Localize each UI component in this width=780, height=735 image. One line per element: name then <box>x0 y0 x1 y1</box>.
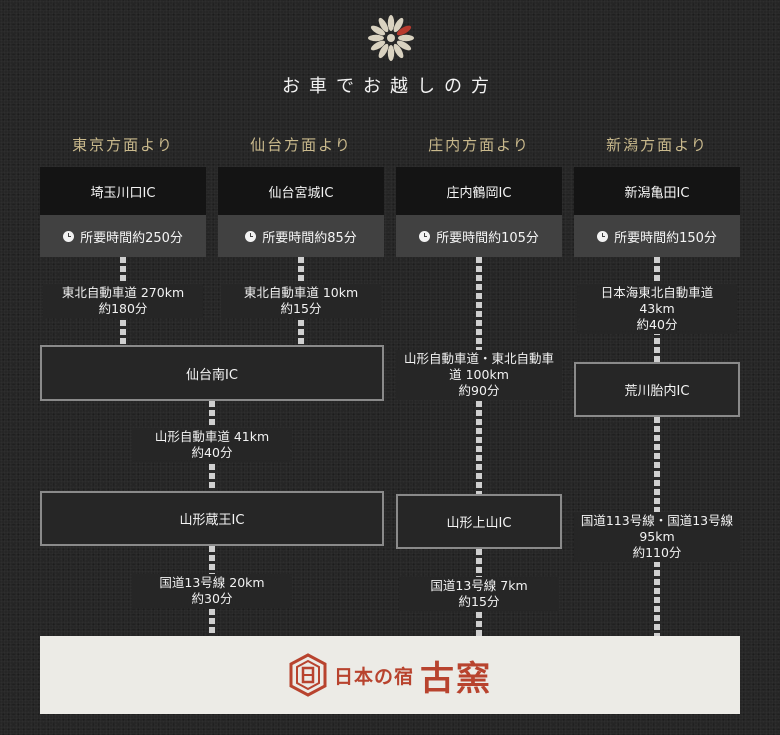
segment-label-shonai-1: 山形自動車道・東北自動車 道 100km 約90分 <box>396 350 562 400</box>
destination-banner: 日本の宿 古窯 <box>40 636 740 714</box>
travel-time-sendai: 所要時間約85分 <box>218 215 384 257</box>
segment-route: 道 100km <box>449 367 509 382</box>
segment-route: 国道13号線 7km <box>430 578 528 593</box>
segment-label-zao-dest: 国道13号線 20km 約30分 <box>132 574 292 608</box>
segment-time: 約15分 <box>458 594 500 609</box>
region-label-niigata: 新潟方面より <box>606 136 708 154</box>
clock-icon <box>419 230 431 242</box>
segment-label-tokyo-1: 東北自動車道 270km 約180分 <box>43 284 203 318</box>
start-ic-label: 庄内鶴岡IC <box>446 185 512 201</box>
junction-label: 山形蔵王IC <box>179 513 245 528</box>
start-ic-label: 仙台宮城IC <box>268 185 334 201</box>
start-ic-tokyo: 埼玉川口IC <box>40 167 206 215</box>
region-label-shonai: 庄内方面より <box>428 136 530 154</box>
start-ic-label: 埼玉川口IC <box>90 185 156 201</box>
travel-time-shonai: 所要時間約105分 <box>396 215 562 257</box>
page-title: お車でお越しの方 <box>282 76 498 97</box>
segment-label-sendai-1: 東北自動車道 10km 約15分 <box>221 284 381 318</box>
start-ic-sendai: 仙台宮城IC <box>218 167 384 215</box>
clock-icon <box>245 230 257 242</box>
segment-route: 東北自動車道 10km <box>243 285 359 300</box>
segment-route: 95km <box>639 529 675 544</box>
segment-label-niigata-1: 日本海東北自動車道 43km 約40分 <box>577 284 737 334</box>
segment-label-sm-zao: 山形自動車道 41km 約40分 <box>132 428 292 462</box>
travel-time-tokyo: 所要時間約250分 <box>40 215 206 257</box>
hotel-crest-icon <box>289 653 327 697</box>
segment-route: 43km <box>639 301 675 316</box>
travel-time-label: 所要時間約150分 <box>614 230 717 246</box>
segment-route: 東北自動車道 270km <box>61 285 185 300</box>
segment-label-kami-dest: 国道13号線 7km 約15分 <box>399 577 559 611</box>
destination-prefix: 日本の宿 <box>333 665 414 688</box>
segment-time: 約40分 <box>636 317 678 332</box>
junction-label: 荒川胎内IC <box>624 384 690 399</box>
region-label-tokyo: 東京方面より <box>72 136 174 154</box>
segment-time: 約180分 <box>98 301 148 316</box>
start-ic-label: 新潟亀田IC <box>624 185 690 201</box>
travel-time-label: 所要時間約85分 <box>262 230 357 246</box>
segment-time: 約110分 <box>632 545 682 560</box>
clock-icon <box>63 230 75 242</box>
region-label-sendai: 仙台方面より <box>250 136 352 154</box>
start-ic-niigata: 新潟亀田IC <box>574 167 740 215</box>
segment-route: 国道113号線・国道13号線 <box>580 513 734 528</box>
segment-route: 国道13号線 20km <box>159 575 265 590</box>
junction-sendai-minami-ic: 仙台南IC <box>40 345 384 401</box>
junction-arakawa-tainai-ic: 荒川胎内IC <box>574 362 740 417</box>
segment-time: 約90分 <box>458 383 500 398</box>
segment-route: 日本海東北自動車道 <box>600 285 714 300</box>
travel-time-niigata: 所要時間約150分 <box>574 215 740 257</box>
segment-time: 約40分 <box>191 445 233 460</box>
travel-time-label: 所要時間約105分 <box>436 230 539 246</box>
segment-time: 約15分 <box>280 301 322 316</box>
segment-label-arakawa-dest: 国道113号線・国道13号線 95km 約110分 <box>574 512 740 562</box>
leaf-emblem-icon <box>368 15 414 61</box>
segment-time: 約30分 <box>191 591 233 606</box>
segment-route: 山形自動車道・東北自動車 <box>403 351 554 366</box>
junction-yamagata-zao-ic: 山形蔵王IC <box>40 491 384 546</box>
clock-icon <box>597 230 609 242</box>
junction-label: 仙台南IC <box>186 367 238 383</box>
junction-label: 山形上山IC <box>446 516 512 531</box>
segment-route: 山形自動車道 41km <box>154 429 270 444</box>
travel-time-label: 所要時間約250分 <box>80 230 183 246</box>
destination-name: 古窯 <box>420 658 492 699</box>
start-ic-shonai: 庄内鶴岡IC <box>396 167 562 215</box>
junction-yamagata-kaminoyama-ic: 山形上山IC <box>396 494 562 549</box>
